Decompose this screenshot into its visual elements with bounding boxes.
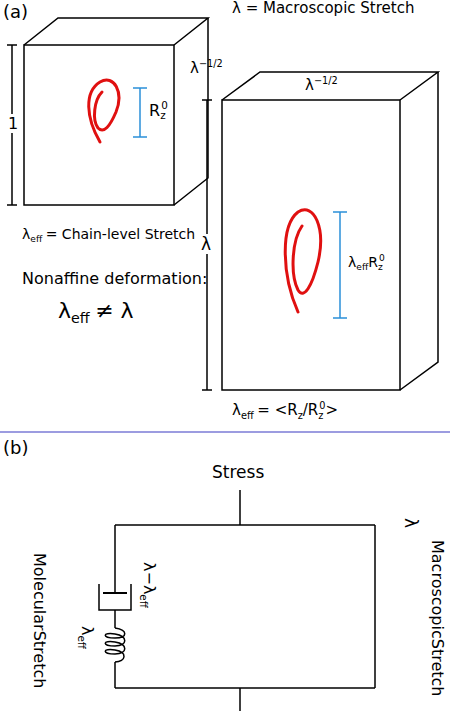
label-text: 0 [319, 400, 325, 411]
effective-stretch-formula: λeff= <Rz/Rz0> [232, 400, 338, 421]
label-text: Stress [212, 462, 264, 482]
label-text: λ [78, 626, 97, 635]
macroscopic-stretch-label: MacroscopicStretch [428, 540, 446, 696]
label-text: z [378, 262, 383, 272]
left-cube [24, 18, 208, 205]
stretched-chain [285, 210, 320, 312]
label-text: 1 [6, 114, 20, 133]
stress-lead [239, 490, 241, 525]
label-text: = <R [257, 401, 297, 419]
chain-stretch-caption: λeff = Chain-level Stretch [22, 226, 195, 245]
label-text: > [326, 401, 339, 419]
dimension-tick [7, 44, 17, 46]
nonaffine-formula: λeff ≠ λ [58, 298, 134, 326]
label-text: (b) [3, 437, 28, 458]
label-text: z [318, 410, 323, 421]
spring-symbol [105, 628, 125, 662]
label-text: λ [190, 59, 199, 77]
label-text: MacroscopicStretch [428, 540, 447, 696]
dashpot-piston [103, 592, 127, 594]
wire [114, 662, 116, 688]
label-text: eff [356, 262, 368, 272]
bottom-lead [239, 688, 241, 711]
cube-top [24, 18, 208, 45]
label-text: λ [199, 234, 213, 254]
top-wire [115, 524, 375, 526]
panel-letter: (a) [3, 2, 28, 23]
wire [114, 610, 116, 628]
label-text: eff [76, 635, 88, 649]
label-text: 0 [161, 99, 168, 111]
dimension-tick [333, 317, 347, 319]
label-text: R [149, 101, 160, 120]
macroscopic-branch [374, 525, 376, 688]
dimension-tick [202, 99, 212, 101]
label-text: λ [401, 518, 421, 528]
dimension-tick [7, 204, 17, 206]
label-text: λ [22, 226, 30, 242]
molecular-stretch-label: MolecularStretch [30, 553, 48, 688]
panel-letter: (b) [3, 438, 28, 459]
label-text: Nonaffine deformation: [22, 269, 207, 288]
dimension-tick [333, 211, 347, 213]
dimension-tick [202, 389, 212, 391]
label-text: −1/2 [199, 58, 223, 69]
dimension-tick [133, 87, 147, 89]
stress-label: Stress [212, 463, 264, 483]
label-text: = Chain-level Stretch [46, 226, 195, 242]
cube-front [222, 100, 400, 390]
right-cube [222, 72, 438, 390]
label-text: eff [71, 310, 90, 326]
label-text: λ = Macroscopic Stretch [232, 0, 414, 17]
dimension-line [339, 212, 341, 318]
rz-bar [133, 88, 147, 137]
label-text: −1/2 [314, 75, 338, 86]
chain-coil [89, 80, 119, 142]
spring-label: λeff [75, 626, 96, 649]
stretched-rz-label: λeffRz0 [348, 253, 385, 273]
label-text: ≠ λ [95, 298, 133, 323]
dashpot-cup [99, 584, 131, 610]
dimension-label: λ [199, 235, 213, 255]
label-text: eff [138, 594, 150, 608]
macroscopic-symbol: λ [400, 518, 420, 528]
label-text: R [368, 254, 378, 270]
label-text: λ [305, 76, 314, 94]
label-text: 0 [379, 253, 385, 263]
dimension-label: 1 [6, 115, 20, 133]
dimension-tick [133, 136, 147, 138]
cube-side [174, 18, 208, 205]
macroscopic-caption: λ = Macroscopic Stretch [232, 0, 414, 17]
width-label: λ−1/2 [305, 75, 338, 95]
rz-stretched-bar [333, 212, 347, 318]
label-text: /R [303, 401, 318, 419]
cube-side [400, 72, 438, 390]
label-text: z [160, 109, 165, 121]
label-text: eff [30, 234, 42, 244]
label-text: MolecularStretch [30, 553, 49, 688]
panel-separator [0, 431, 450, 433]
label-text: (a) [3, 1, 28, 22]
label-text: λ [232, 401, 241, 419]
label-text: eff [241, 410, 254, 421]
cube-top [222, 72, 438, 100]
dimension-line [139, 88, 141, 137]
bottom-wire [115, 687, 375, 689]
rz-label: Rz0 [149, 100, 168, 122]
cube-front [24, 45, 174, 205]
label-text: λ [58, 298, 71, 323]
nonaffine-caption: Nonaffine deformation: [22, 270, 207, 288]
dashpot-label: λ−λeff [137, 562, 158, 608]
circuit [99, 490, 375, 711]
dashpot-rod [114, 525, 116, 593]
label-text: λ−λ [140, 562, 159, 594]
label-text: λ [348, 254, 356, 270]
depth-label: λ−1/2 [190, 58, 223, 78]
label-text: z [298, 410, 303, 421]
